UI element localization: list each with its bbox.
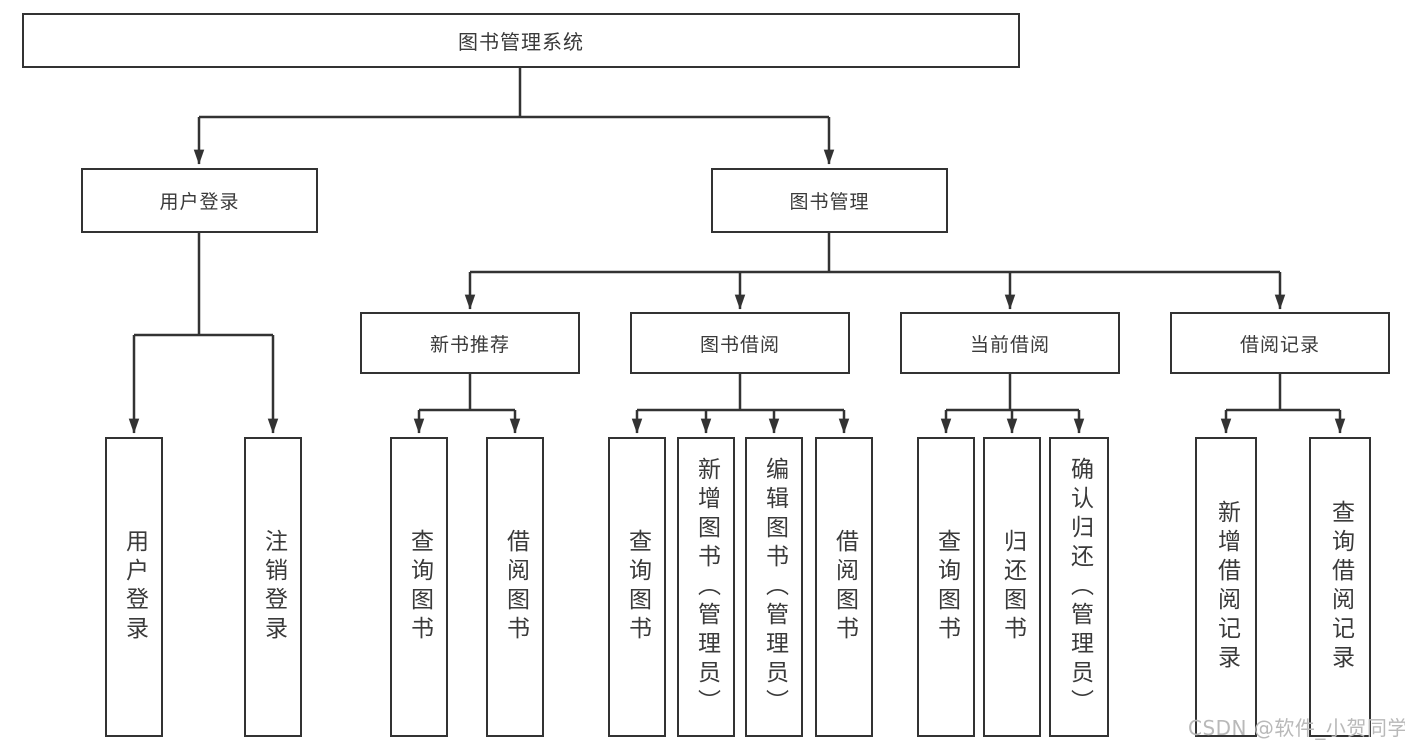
leaf-edit-book-admin-label: 编辑图书（管理员） xyxy=(761,456,788,718)
node-current-borrow: 当前借阅 xyxy=(900,312,1120,374)
leaf-query-books-1: 查询图书 xyxy=(390,437,448,737)
leaf-add-borrow-record: 新增借阅记录 xyxy=(1195,437,1257,737)
node-user-login: 用户登录 xyxy=(81,168,318,233)
node-book-management-label: 图书管理 xyxy=(789,191,870,213)
leaf-query-books-2-label: 查询图书 xyxy=(624,529,651,645)
leaf-query-books-3: 查询图书 xyxy=(917,437,975,737)
node-current-borrow-label: 当前借阅 xyxy=(969,333,1050,356)
node-new-book-recommend: 新书推荐 xyxy=(360,312,580,374)
node-borrow-records-label: 借阅记录 xyxy=(1239,333,1320,356)
node-user-login-label: 用户登录 xyxy=(159,191,240,213)
leaf-user-login-label: 用户登录 xyxy=(121,529,148,645)
leaf-return-books: 归还图书 xyxy=(983,437,1041,737)
leaf-add-book-admin-label: 新增图书（管理员） xyxy=(693,456,720,718)
leaf-user-login: 用户登录 xyxy=(105,437,163,737)
leaf-query-borrow-record-label: 查询借阅记录 xyxy=(1327,500,1354,674)
leaf-edit-book-admin: 编辑图书（管理员） xyxy=(745,437,803,737)
leaf-borrow-books-2-label: 借阅图书 xyxy=(831,529,858,645)
leaf-return-books-label: 归还图书 xyxy=(999,529,1026,645)
leaf-borrow-books-1: 借阅图书 xyxy=(486,437,544,737)
leaf-confirm-return-admin: 确认归还（管理员） xyxy=(1049,437,1109,737)
node-new-book-recommend-label: 新书推荐 xyxy=(429,333,510,356)
node-root-label: 图书管理系统 xyxy=(458,30,584,54)
node-book-borrow: 图书借阅 xyxy=(630,312,850,374)
csdn-watermark: CSDN @软件_小贺同学 xyxy=(1188,716,1405,740)
node-borrow-records: 借阅记录 xyxy=(1170,312,1390,374)
node-book-management: 图书管理 xyxy=(711,168,948,233)
node-book-borrow-label: 图书借阅 xyxy=(699,333,780,356)
leaf-borrow-books-1-label: 借阅图书 xyxy=(502,529,529,645)
leaf-query-books-2: 查询图书 xyxy=(608,437,666,737)
leaf-add-book-admin: 新增图书（管理员） xyxy=(677,437,735,737)
leaf-query-borrow-record: 查询借阅记录 xyxy=(1309,437,1371,737)
leaf-logout-label: 注销登录 xyxy=(260,529,287,645)
leaf-logout: 注销登录 xyxy=(244,437,302,737)
node-root: 图书管理系统 xyxy=(22,13,1020,68)
leaf-add-borrow-record-label: 新增借阅记录 xyxy=(1213,500,1240,674)
leaf-borrow-books-2: 借阅图书 xyxy=(815,437,873,737)
leaf-confirm-return-admin-label: 确认归还（管理员） xyxy=(1066,456,1093,718)
leaf-query-books-1-label: 查询图书 xyxy=(406,529,433,645)
leaf-query-books-3-label: 查询图书 xyxy=(933,529,960,645)
